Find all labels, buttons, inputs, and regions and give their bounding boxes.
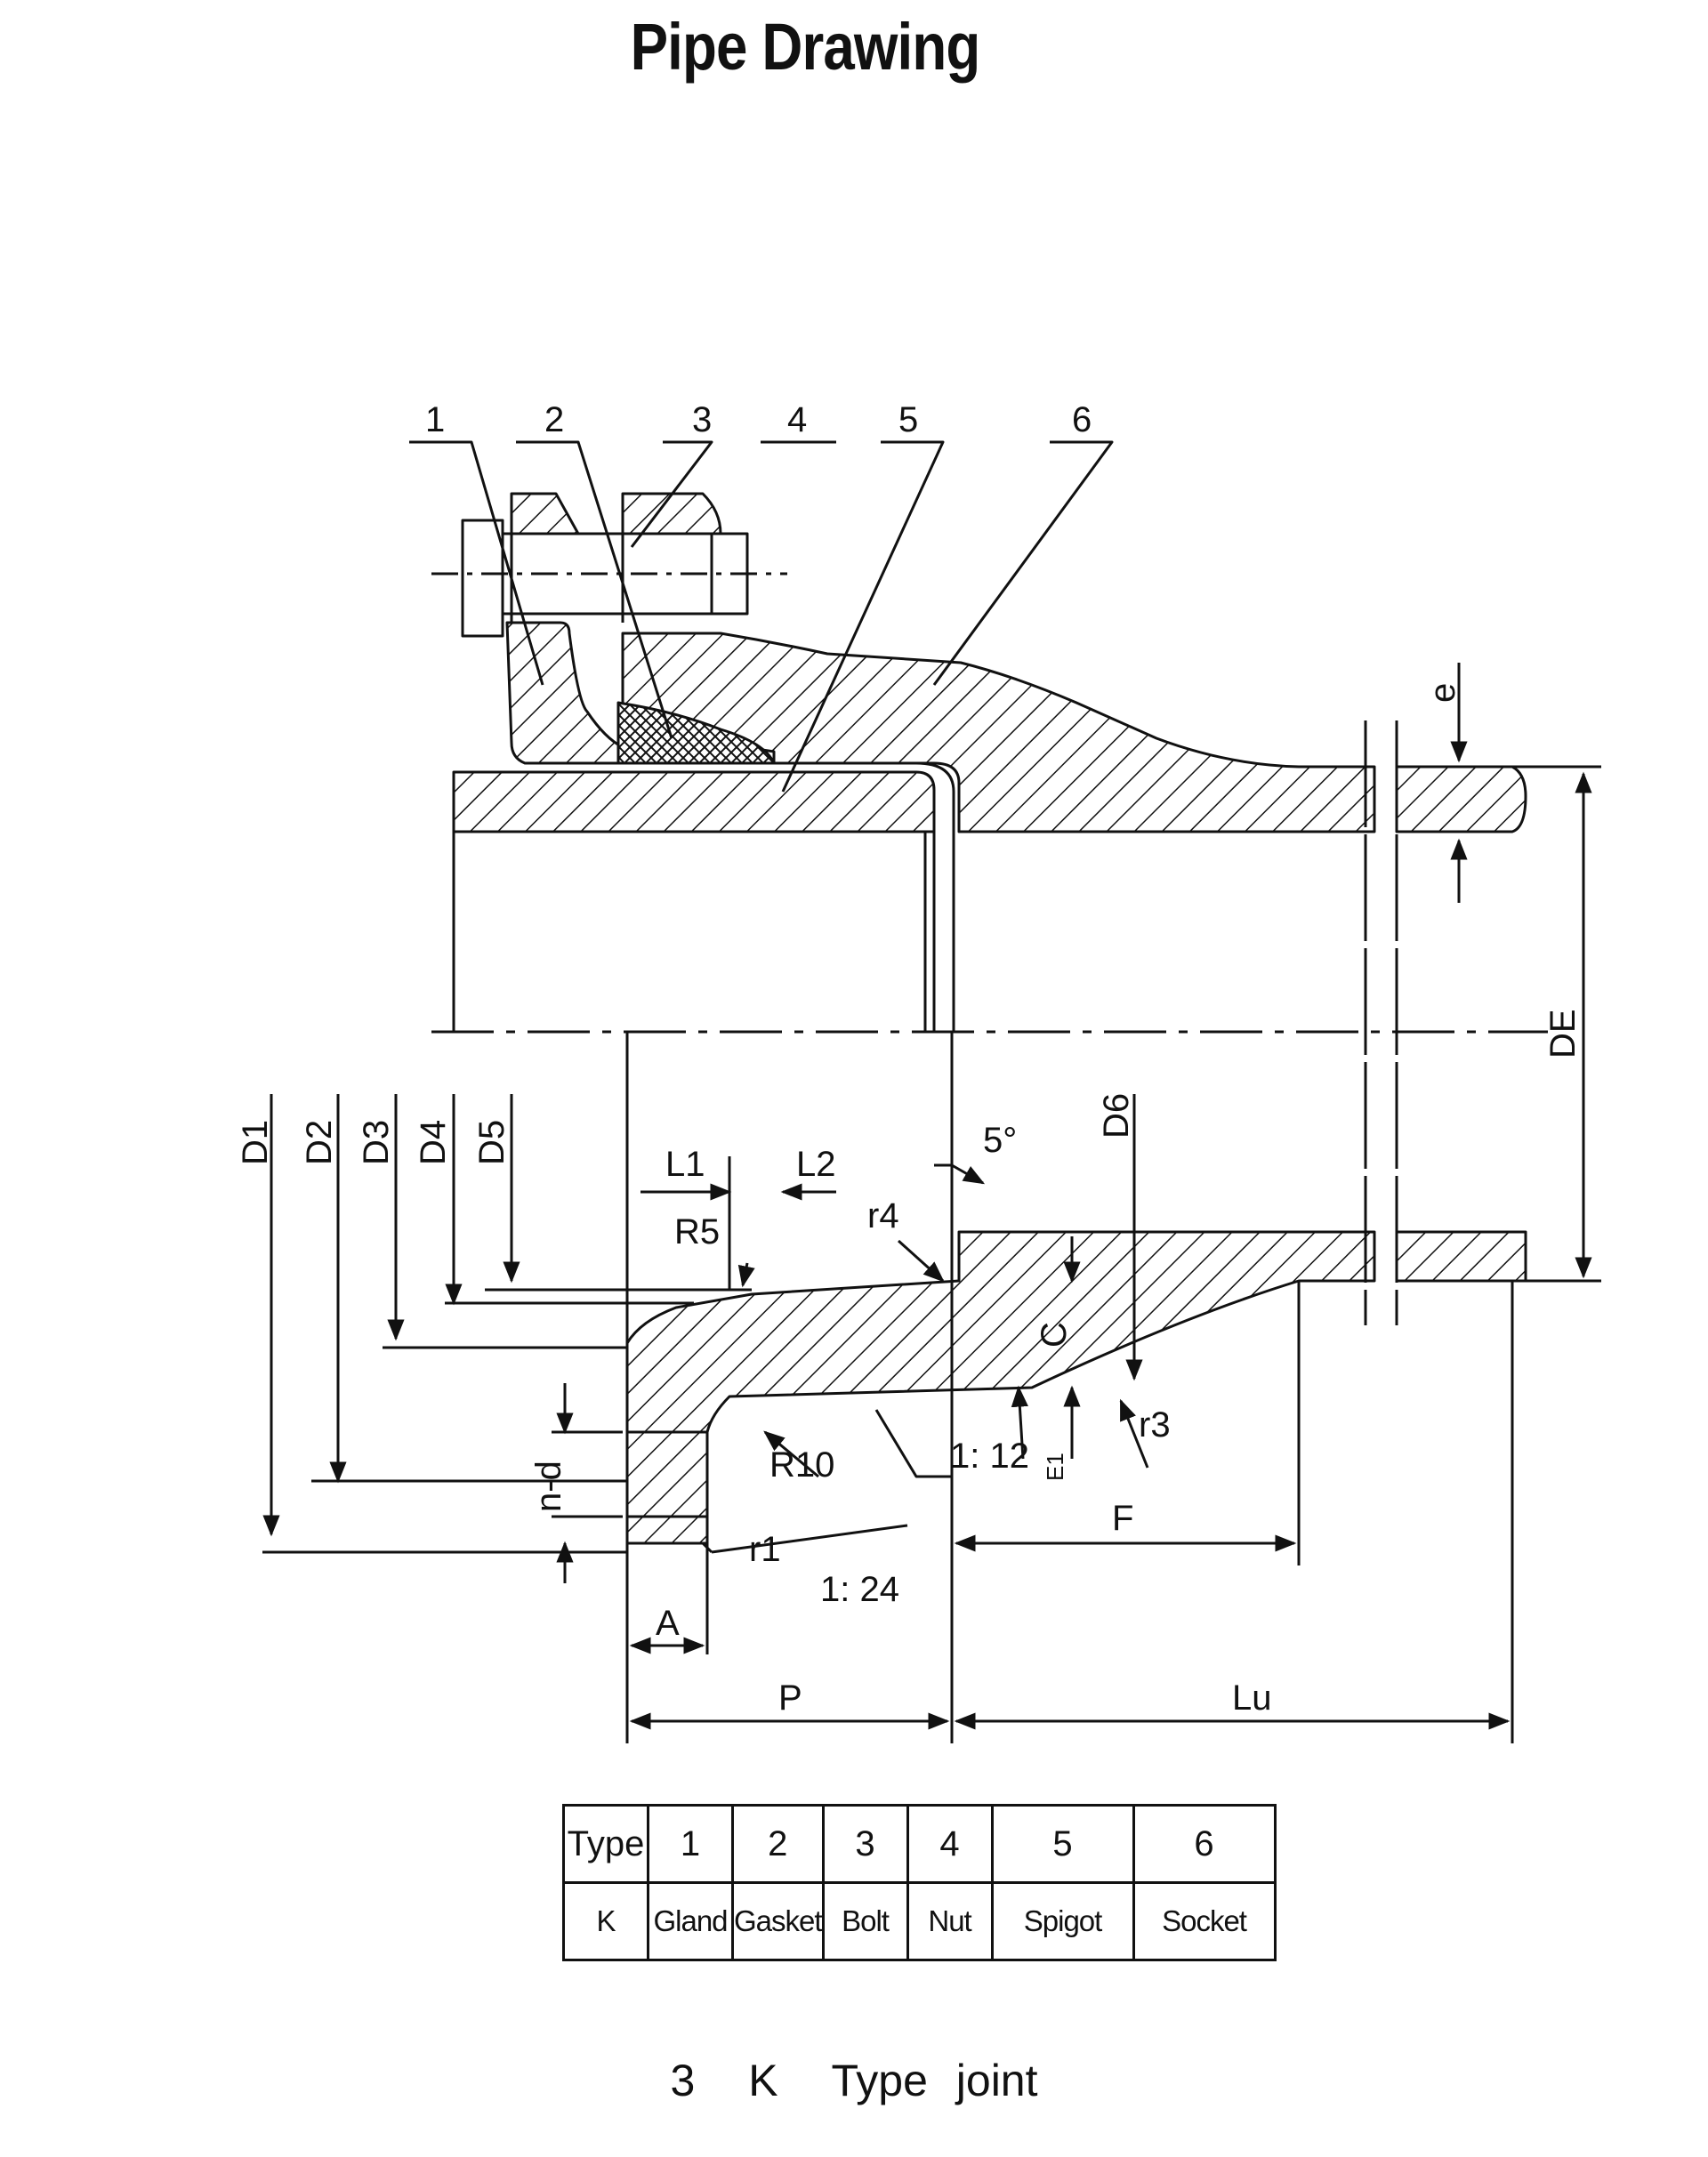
table-cell: 2 [731,1804,825,1884]
table-cell: Gland [647,1881,734,1961]
caption-type: K [748,2056,778,2105]
dim-F: F [1112,1499,1133,1538]
caption-number: 3 [670,2056,696,2105]
callout-1: 1 [425,400,445,439]
dim-L2: L2 [796,1145,836,1184]
table-cell: 6 [1132,1804,1277,1884]
table-cell: 5 [990,1804,1135,1884]
dim-P: P [778,1678,802,1718]
parts-table-row: K Gland Gasket Bolt Nut Spigot Socket [562,1881,1277,1961]
socket-lower [625,1230,1376,1545]
dim-r1: r1 [749,1530,781,1569]
callout-3: 3 [692,400,712,439]
page-title: Pipe Drawing [630,10,981,84]
dim-taper-12: 1: 12 [950,1437,1029,1476]
dim-nd: n-d [529,1461,568,1512]
table-cell: 4 [906,1804,994,1884]
table-cell: Nut [906,1881,994,1961]
table-cell: Type [562,1804,649,1884]
dim-D3: D3 [357,1120,396,1165]
dim-Lu: Lu [1232,1678,1272,1718]
callout-4: 4 [787,400,807,439]
dim-D2: D2 [300,1120,339,1165]
dim-D4: D4 [414,1120,453,1165]
table-cell: 3 [821,1804,909,1884]
dim-r4: r4 [867,1196,899,1235]
table-cell: K [562,1881,649,1961]
dim-angle: 5° [983,1121,1017,1160]
dim-D1: D1 [236,1120,275,1165]
parts-table-header: Type 1 2 3 4 5 6 [562,1804,1277,1884]
spigot-bore [452,832,936,1032]
dim-D6: D6 [1097,1093,1136,1139]
callout-2: 2 [544,400,564,439]
dim-DE: DE [1543,1009,1583,1058]
gland-upper [505,621,624,765]
dim-D5: D5 [472,1120,512,1165]
spigot-wall-upper [452,770,936,833]
table-cell: Gasket [731,1881,825,1961]
callout-6: 6 [1072,400,1092,439]
dim-E1: E1 [1042,1453,1068,1481]
table-cell: Spigot [990,1881,1135,1961]
dim-r3: r3 [1139,1405,1171,1445]
caption-label: Type joint [831,2056,1038,2105]
gasket-upper [616,701,776,765]
dim-R10: R10 [769,1445,834,1485]
table-cell: 1 [647,1804,734,1884]
figure-caption: 3 K Type joint [0,2055,1708,2106]
dim-C: C [1035,1322,1074,1348]
dim-L1: L1 [665,1145,705,1184]
table-cell: Socket [1132,1881,1277,1961]
callout-5: 5 [898,400,918,439]
parts-table: Type 1 2 3 4 5 6 K Gland Gasket Bolt Nut… [562,1804,1277,1961]
dim-A: A [656,1604,680,1643]
table-cell: Bolt [821,1881,909,1961]
dim-e: e [1423,683,1462,703]
dim-R5: R5 [674,1212,720,1252]
dim-taper-24: 1: 24 [820,1570,899,1609]
nut-head [461,519,504,638]
